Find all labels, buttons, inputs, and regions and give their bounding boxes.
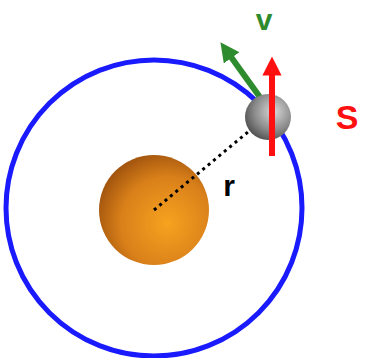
radius-label: r (223, 171, 235, 201)
orbit-path (6, 60, 302, 356)
orbiting-body (245, 94, 291, 140)
s-arrow (269, 66, 275, 156)
radius-line (154, 117, 266, 210)
velocity-label: v (256, 5, 273, 35)
s-label: S (336, 100, 359, 134)
velocity-arrow (226, 50, 262, 100)
